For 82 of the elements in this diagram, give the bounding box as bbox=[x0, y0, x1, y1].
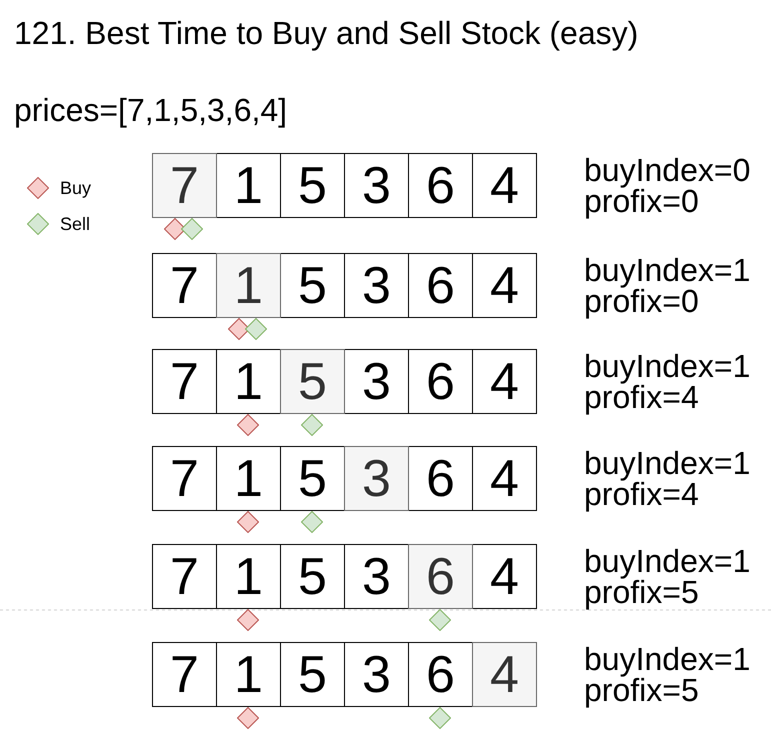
array-cell bbox=[344, 153, 409, 218]
cell-value: 3 bbox=[362, 354, 391, 410]
cell-value: 6 bbox=[426, 158, 455, 214]
array-cell bbox=[472, 153, 537, 218]
array-cell bbox=[280, 642, 345, 707]
cell-value: 6 bbox=[426, 548, 455, 604]
array-cell bbox=[152, 446, 217, 511]
array-cell bbox=[152, 349, 217, 414]
legend-label: Sell bbox=[60, 213, 90, 235]
array-cell bbox=[408, 446, 473, 511]
cell-value: 7 bbox=[170, 548, 199, 604]
title: 121. Best Time to Buy and Sell Stock (easy) bbox=[14, 14, 638, 52]
array-cell bbox=[408, 349, 473, 414]
state-text: buyIndex=1 profix=0 bbox=[584, 254, 752, 316]
array-cell bbox=[216, 253, 281, 318]
cell-value: 4 bbox=[490, 258, 519, 314]
array-cell bbox=[280, 253, 345, 318]
cell-value: 5 bbox=[298, 548, 327, 604]
cell-value: 5 bbox=[298, 646, 327, 702]
cell-value: 6 bbox=[426, 450, 455, 506]
array-cell bbox=[216, 642, 281, 707]
array-cell bbox=[216, 544, 281, 609]
array-cell bbox=[344, 642, 409, 707]
state-text: buyIndex=1 profix=5 bbox=[584, 546, 752, 608]
legend-label: Buy bbox=[60, 177, 92, 199]
cell-value: 7 bbox=[170, 450, 199, 506]
cell-value: 3 bbox=[362, 258, 391, 314]
cell-value: 1 bbox=[234, 646, 263, 702]
cell-value: 7 bbox=[170, 354, 199, 410]
state-text: buyIndex=1 profix=4 bbox=[584, 350, 752, 412]
array-cell bbox=[216, 349, 281, 414]
cell-value: 1 bbox=[234, 158, 263, 214]
array-cell bbox=[216, 153, 281, 218]
array-cell bbox=[280, 544, 345, 609]
cell-value: 4 bbox=[490, 450, 519, 506]
cell-value: 4 bbox=[490, 646, 519, 702]
array-cell bbox=[472, 642, 537, 707]
cell-value: 7 bbox=[170, 646, 199, 702]
array-cell bbox=[344, 253, 409, 318]
array-cell bbox=[472, 446, 537, 511]
cell-value: 5 bbox=[298, 450, 327, 506]
state-text: buyIndex=1 profix=4 bbox=[584, 448, 752, 510]
array-cell bbox=[408, 253, 473, 318]
cell-value: 1 bbox=[234, 548, 263, 604]
cell-value: 5 bbox=[298, 258, 327, 314]
array-cell bbox=[344, 544, 409, 609]
cell-value: 3 bbox=[362, 158, 391, 214]
array-cell bbox=[280, 446, 345, 511]
cell-value: 4 bbox=[490, 548, 519, 604]
cell-value: 4 bbox=[490, 354, 519, 410]
array-cell bbox=[472, 544, 537, 609]
array-definition-text: prices=[7,1,5,3,6,4] bbox=[14, 91, 288, 129]
cell-value: 1 bbox=[234, 450, 263, 506]
array-cell bbox=[472, 253, 537, 318]
array-cell bbox=[152, 544, 217, 609]
array-cell bbox=[280, 153, 345, 218]
cell-value: 7 bbox=[170, 258, 199, 314]
cell-value: 6 bbox=[426, 646, 455, 702]
array-cell bbox=[472, 349, 537, 414]
cell-value: 5 bbox=[298, 354, 327, 410]
array-cell bbox=[344, 349, 409, 414]
array-cell bbox=[216, 446, 281, 511]
cell-value: 1 bbox=[234, 354, 263, 410]
cell-value: 3 bbox=[362, 548, 391, 604]
cell-value: 6 bbox=[426, 354, 455, 410]
cell-value: 1 bbox=[234, 258, 263, 314]
array-cell bbox=[408, 544, 473, 609]
state-text: buyIndex=0 profix=0 bbox=[584, 154, 752, 216]
array-cell bbox=[152, 153, 217, 218]
cell-value: 4 bbox=[490, 158, 519, 214]
cell-value: 5 bbox=[298, 158, 327, 214]
array-cell bbox=[152, 253, 217, 318]
cell-value: 3 bbox=[362, 450, 391, 506]
array-cell bbox=[280, 349, 345, 414]
cell-value: 6 bbox=[426, 258, 455, 314]
array-cell bbox=[408, 153, 473, 218]
cell-value: 3 bbox=[362, 646, 391, 702]
array-cell bbox=[152, 642, 217, 707]
cell-value: 7 bbox=[170, 158, 199, 214]
state-text: buyIndex=1 profix=5 bbox=[584, 644, 752, 706]
array-cell bbox=[344, 446, 409, 511]
array-cell bbox=[408, 642, 473, 707]
